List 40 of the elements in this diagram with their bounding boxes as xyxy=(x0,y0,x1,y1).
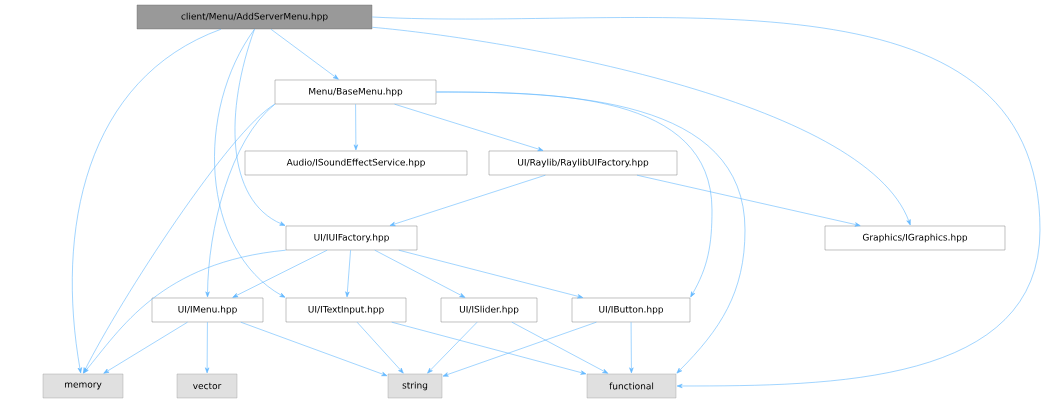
arrow xyxy=(205,321,210,374)
arrow xyxy=(394,103,544,152)
arrow xyxy=(398,249,584,299)
arrow xyxy=(371,26,911,226)
file-box: UI/Raylib/RaylibUIFactory.hpp xyxy=(488,150,678,176)
file-box: vector xyxy=(176,373,238,399)
file-box: client/Menu/AddServerMenu.hpp xyxy=(136,4,373,30)
arrow xyxy=(442,321,597,377)
arrow xyxy=(103,321,188,374)
arrow xyxy=(83,249,287,374)
file-box: string xyxy=(387,373,443,399)
arrow xyxy=(205,103,276,298)
arrow xyxy=(270,28,339,80)
arrow xyxy=(353,103,358,151)
file-box: UI/ISlider.hpp xyxy=(440,297,538,323)
arrow xyxy=(214,28,286,298)
arrow xyxy=(629,321,634,374)
arrow xyxy=(427,321,478,374)
arrow xyxy=(371,16,1041,389)
arrow xyxy=(234,28,286,226)
arrow xyxy=(435,91,746,374)
arrow xyxy=(391,321,587,375)
file-box: Audio/ISoundEffectService.hpp xyxy=(244,150,468,176)
file-box: functional xyxy=(586,373,677,399)
arrow xyxy=(240,321,388,377)
file-box: UI/IMenu.hpp xyxy=(151,297,264,323)
arrow xyxy=(356,321,404,374)
arrow xyxy=(511,321,609,374)
file-box: UI/IUIFactory.hpp xyxy=(285,225,418,251)
arrow xyxy=(374,249,466,298)
arrow xyxy=(72,28,222,374)
file-box: memory xyxy=(42,373,124,399)
arrow xyxy=(389,174,546,226)
file-box: UI/IButton.hpp xyxy=(571,297,691,323)
file-box: UI/ITextInput.hpp xyxy=(285,297,407,323)
arrow xyxy=(636,174,861,227)
file-box: Graphics/IGraphics.hpp xyxy=(824,225,1006,251)
file-box: Menu/BaseMenu.hpp xyxy=(274,79,437,105)
arrow xyxy=(345,249,351,298)
arrow xyxy=(232,249,328,298)
